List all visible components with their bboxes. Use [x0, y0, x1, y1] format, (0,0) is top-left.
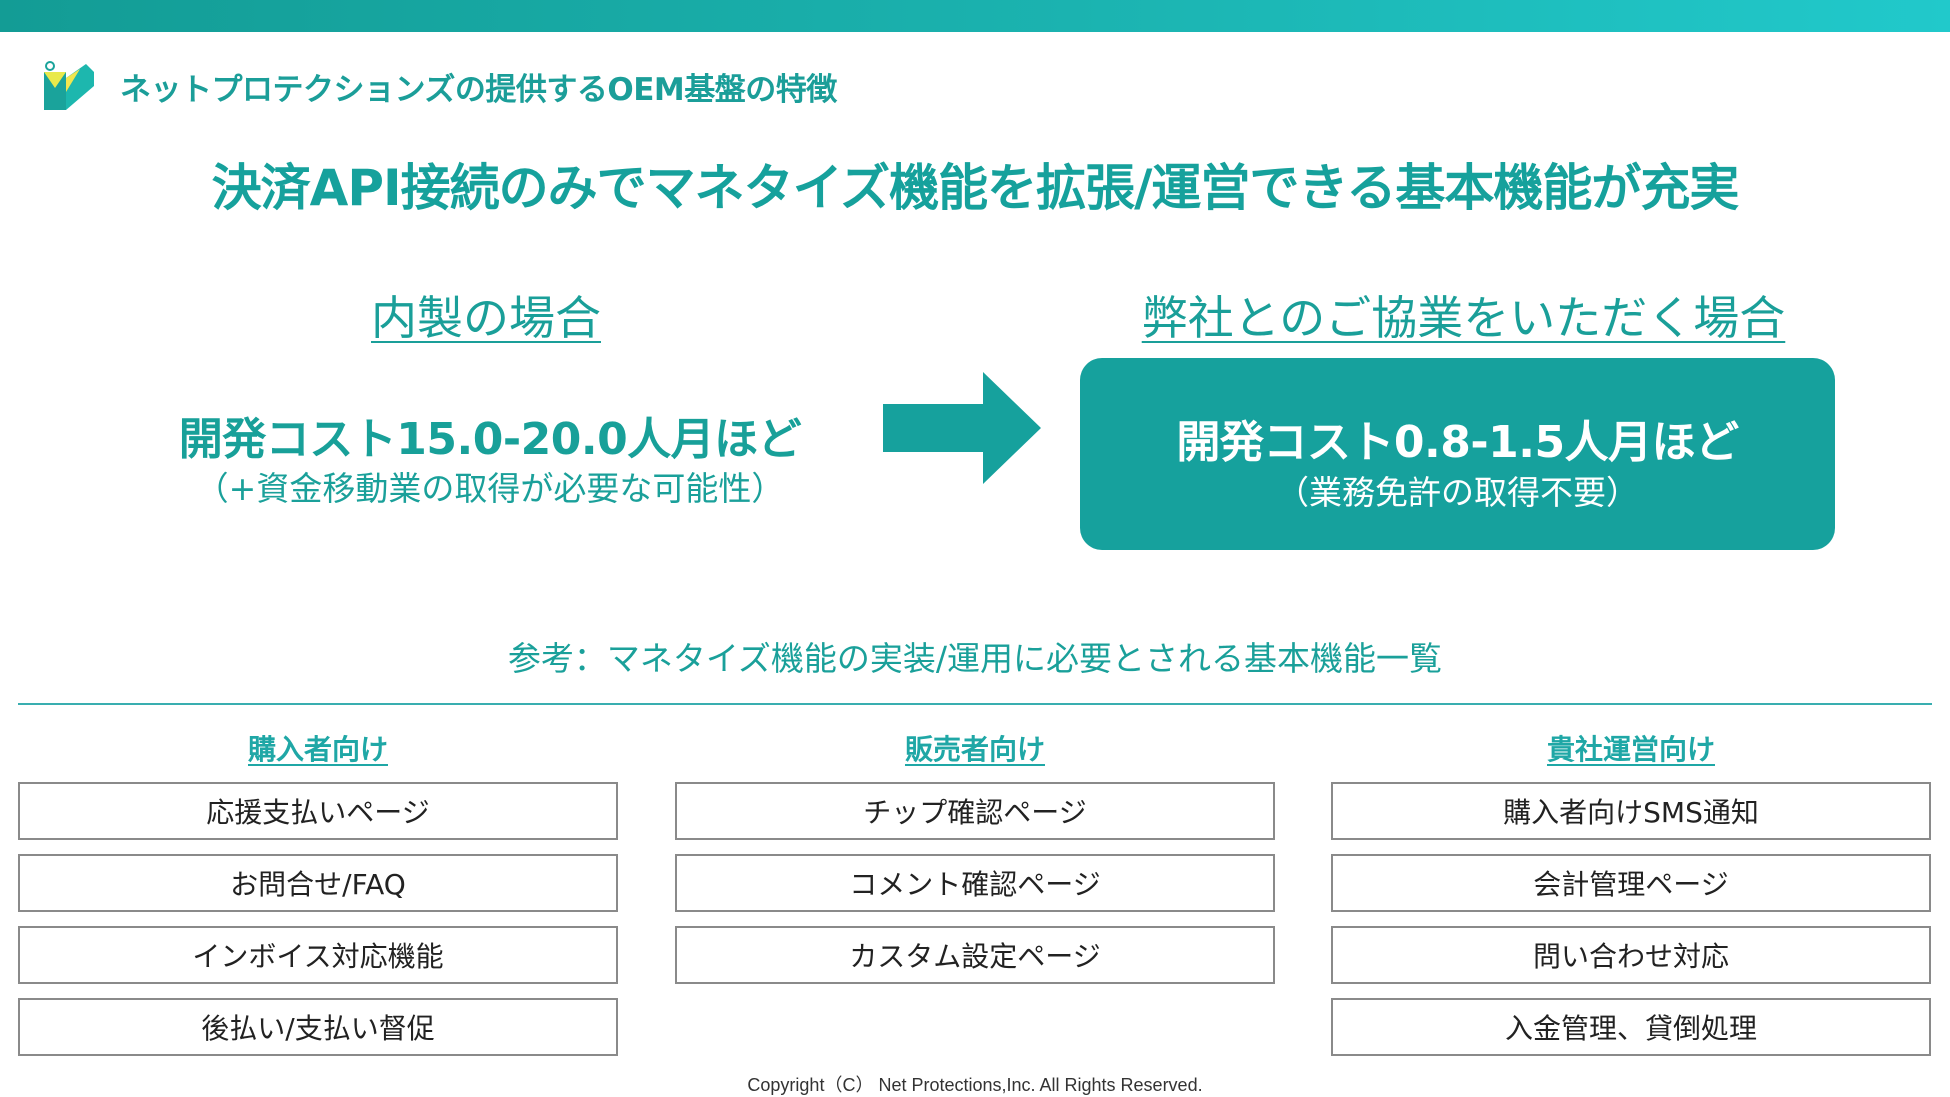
feature-item: チップ確認ページ — [675, 782, 1275, 840]
feature-item: 会計管理ページ — [1331, 854, 1931, 912]
feature-item: 購入者向けSMS通知 — [1331, 782, 1931, 840]
feature-item: 後払い/支払い督促 — [18, 998, 618, 1056]
net-protections-logo-icon — [44, 61, 94, 110]
top-accent-bar — [0, 0, 1950, 32]
header-title: ネットプロテクションズの提供するOEM基盤の特徴 — [120, 72, 837, 108]
in-house-note: （+資金移動業の取得が必要な可能性） — [195, 469, 785, 508]
seller-feature-list: チップ確認ページ コメント確認ページ カスタム設定ページ — [675, 782, 1275, 998]
operator-feature-list: 購入者向けSMS通知 会計管理ページ 問い合わせ対応 入金管理、貸倒処理 — [1331, 782, 1931, 1070]
feature-item: 入金管理、貸倒処理 — [1331, 998, 1931, 1056]
feature-item: インボイス対応機能 — [18, 926, 618, 984]
partnership-note: （業務免許の取得不要） — [1276, 473, 1639, 512]
feature-item: コメント確認ページ — [675, 854, 1275, 912]
copyright-footer: Copyright（C） Net Protections,Inc. All Ri… — [747, 1075, 1203, 1095]
partnership-heading: 弊社とのご協業をいただく場合 — [1141, 291, 1786, 345]
section-divider — [18, 703, 1932, 705]
main-headline: 決済API接続のみでマネタイズ機能を拡張/運営できる基本機能が充実 — [211, 159, 1740, 217]
partnership-highlight-box: 開発コスト0.8-1.5人月ほど （業務免許の取得不要） — [1080, 358, 1835, 550]
feature-item: 応援支払いページ — [18, 782, 618, 840]
feature-item: 問い合わせ対応 — [1331, 926, 1931, 984]
feature-item: カスタム設定ページ — [675, 926, 1275, 984]
partnership-cost: 開発コスト0.8-1.5人月ほど — [1176, 417, 1739, 468]
seller-column-heading: 販売者向け — [904, 733, 1045, 766]
in-house-heading: 内製の場合 — [371, 291, 601, 345]
reference-title: 参考：マネタイズ機能の実装/運用に必要とされる基本機能一覧 — [507, 639, 1443, 678]
right-arrow-icon — [883, 372, 1041, 484]
buyer-feature-list: 応援支払いページ お問合せ/FAQ インボイス対応機能 後払い/支払い督促 — [18, 782, 618, 1070]
buyer-column-heading: 購入者向け — [247, 733, 388, 766]
operator-column-heading: 貴社運営向け — [1546, 733, 1715, 766]
in-house-cost: 開発コスト15.0-20.0人月ほど — [178, 414, 802, 465]
feature-item: お問合せ/FAQ — [18, 854, 618, 912]
